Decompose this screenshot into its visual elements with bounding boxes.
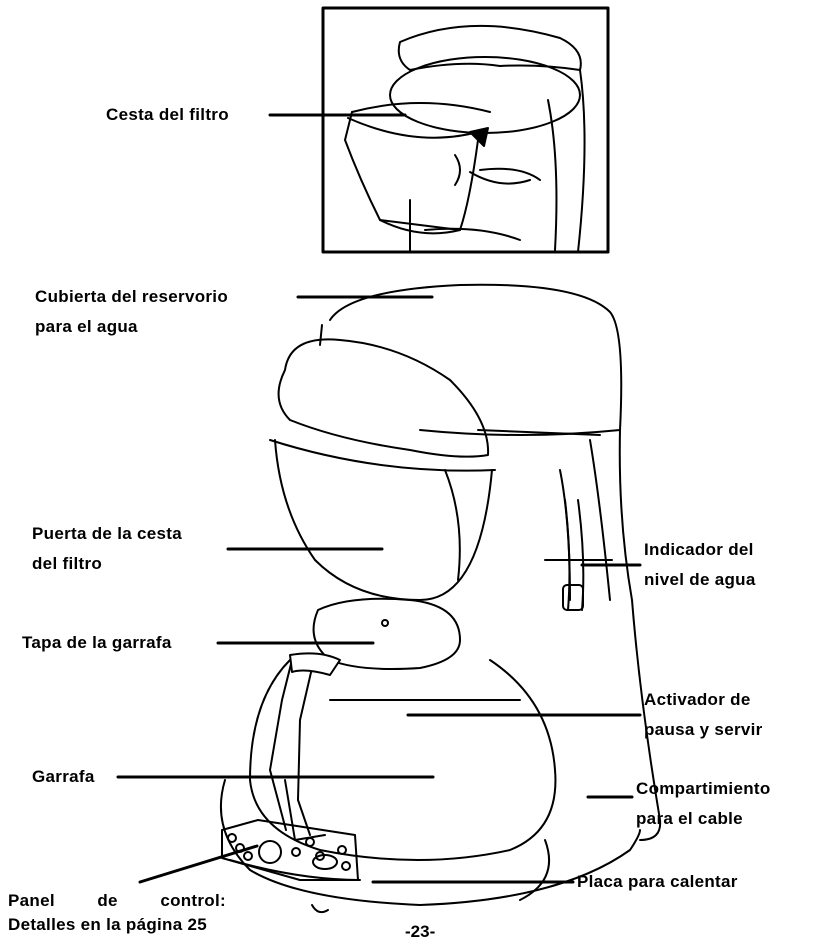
label-cord-storage: Compartimiento para el cable (636, 774, 771, 834)
coffee-maker-drawing (219, 283, 662, 914)
label-carafe-text: Garrafa (32, 767, 95, 786)
label-pause-serve: Activador de pausa y servir (644, 685, 763, 745)
label-carafe: Garrafa (32, 762, 95, 792)
label-basket-door: Puerta de la cesta del filtro (32, 519, 182, 579)
label-water-level-line2: nivel de agua (644, 570, 756, 589)
label-warming-plate: Placa para calentar (577, 867, 738, 897)
label-warming-plate-text: Placa para calentar (577, 872, 738, 891)
label-water-level-line1: Indicador del (644, 540, 754, 559)
label-control-panel-word1: Panel (8, 891, 55, 910)
inset-filter-basket-drawing (321, 6, 610, 254)
label-reservoir-cover-line2: para el agua (35, 317, 138, 336)
page-number: -23- (405, 922, 436, 941)
label-basket-door-line1: Puerta de la cesta (32, 524, 182, 543)
label-pause-serve-line2: pausa y servir (644, 720, 763, 739)
label-cord-storage-line2: para el cable (636, 809, 743, 828)
leader-lines (116, 113, 642, 884)
label-cord-storage-line1: Compartimiento (636, 779, 771, 798)
label-filter-basket-text: Cesta del filtro (106, 105, 229, 124)
leader-control-panel (138, 844, 259, 884)
label-control-panel-word3: control: (160, 891, 226, 910)
label-basket-door-line2: del filtro (32, 554, 103, 573)
label-filter-basket: Cesta del filtro (106, 100, 229, 130)
label-control-panel-line1: Panel de control: (8, 886, 226, 916)
label-carafe-lid-text: Tapa de la garrafa (22, 633, 172, 652)
label-reservoir-cover-line1: Cubierta del reservorio (35, 287, 229, 306)
label-control-panel: Panel de control: Detalles en la página … (8, 886, 226, 940)
label-control-panel-line2: Detalles en la página 25 (8, 915, 208, 934)
label-reservoir-cover: Cubierta del reservorio para el agua (35, 282, 228, 342)
label-pause-serve-line1: Activador de (644, 690, 751, 709)
label-carafe-lid: Tapa de la garrafa (22, 628, 172, 658)
label-control-panel-word2: de (97, 891, 118, 910)
label-water-level: Indicador del nivel de agua (644, 535, 756, 595)
